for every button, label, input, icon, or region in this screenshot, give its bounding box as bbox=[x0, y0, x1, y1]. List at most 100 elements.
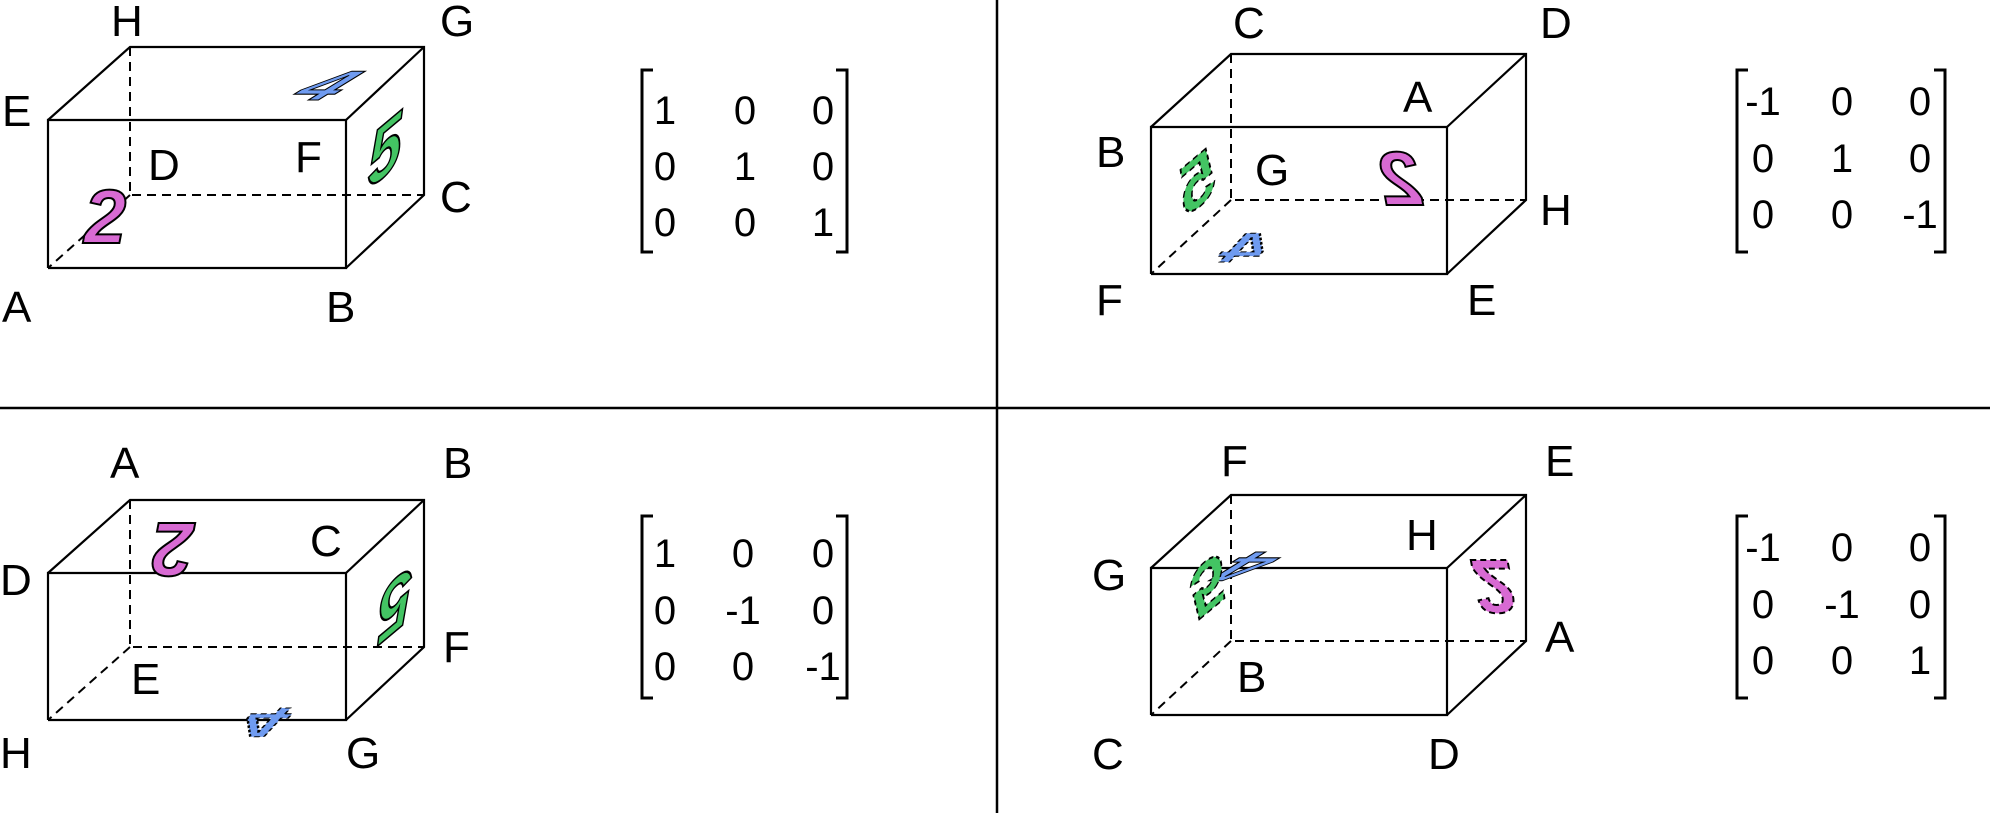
vertex-label: C bbox=[1092, 730, 1124, 779]
vertex-label: B bbox=[1096, 128, 1125, 177]
glyph-green: 5 bbox=[1180, 126, 1215, 240]
vertex-label: F bbox=[443, 623, 470, 672]
vertex-label: D bbox=[0, 556, 32, 605]
vertex-label: D bbox=[148, 141, 180, 190]
vertex-label: H bbox=[0, 729, 32, 778]
glyph-green: 5 bbox=[1190, 529, 1225, 643]
matrix-cell: 0 bbox=[1831, 526, 1853, 570]
matrix-cell: -1 bbox=[725, 589, 761, 633]
vertex-label: C bbox=[1233, 0, 1265, 48]
right-bracket bbox=[836, 68, 849, 254]
matrix-cell: 0 bbox=[1752, 193, 1774, 237]
matrix-2: -1 0 0 0 1 0 0 0 -1 bbox=[1735, 68, 1947, 254]
glyph-pink: 2 bbox=[1380, 137, 1424, 222]
matrix-cell: 0 bbox=[1831, 639, 1853, 683]
vertex-label: A bbox=[1545, 613, 1575, 662]
vertex-label: H bbox=[1406, 511, 1438, 560]
vertex-label: E bbox=[1545, 437, 1574, 486]
vertex-label: B bbox=[1237, 653, 1266, 702]
matrix-cell: -1 bbox=[1745, 526, 1781, 570]
matrix-cell: 0 bbox=[1909, 80, 1931, 124]
vertex-label: F bbox=[1096, 276, 1123, 325]
panel-2: C D B F E H G A 2 4 5 -1 0 0 0 1 0 0 0 -… bbox=[1096, 0, 1947, 325]
glyph-blue: 4 bbox=[274, 63, 378, 109]
matrix-cell: 0 bbox=[1752, 583, 1774, 627]
matrix-cell: 0 bbox=[734, 201, 756, 245]
right-bracket bbox=[836, 514, 849, 700]
matrix-1: 1 0 0 0 1 0 0 0 1 bbox=[640, 68, 849, 254]
matrix-cell: -1 bbox=[1745, 80, 1781, 124]
vertex-label: F bbox=[295, 133, 322, 182]
vertex-label: C bbox=[310, 517, 342, 566]
vertex-label: H bbox=[1540, 186, 1572, 235]
matrix-cell: 1 bbox=[812, 201, 834, 245]
panel-3: A B D H G F E C 2 4 5 1 0 0 0 -1 0 0 0 -… bbox=[0, 439, 849, 778]
vertex-label: F bbox=[1221, 437, 1248, 486]
vertex-label: G bbox=[346, 729, 380, 778]
matrix-cell: 1 bbox=[1909, 639, 1931, 683]
vertex-label: G bbox=[440, 0, 474, 46]
matrix-cell: 0 bbox=[654, 589, 676, 633]
box-2 bbox=[1149, 52, 1528, 276]
vertex-label: A bbox=[110, 439, 140, 488]
matrix-cell: 0 bbox=[1909, 137, 1931, 181]
glyph-blue: 4 bbox=[1196, 225, 1300, 271]
matrix-cell: 0 bbox=[812, 589, 834, 633]
vertex-label: G bbox=[1255, 146, 1289, 195]
vertex-label: B bbox=[326, 283, 355, 332]
right-bracket bbox=[1934, 514, 1947, 700]
matrix-cell: 0 bbox=[654, 145, 676, 189]
glyph-pink: 2 bbox=[1470, 543, 1514, 628]
matrix-cell: 0 bbox=[1831, 80, 1853, 124]
box-1 bbox=[46, 45, 426, 270]
box-4 bbox=[1149, 493, 1528, 717]
matrix-cell: -1 bbox=[805, 645, 841, 689]
vertex-label: E bbox=[131, 655, 160, 704]
matrix-cell: 0 bbox=[812, 532, 834, 576]
right-bracket bbox=[1934, 68, 1947, 254]
vertex-label: A bbox=[2, 283, 32, 332]
box-3 bbox=[46, 498, 426, 722]
matrix-cell: 0 bbox=[1831, 193, 1853, 237]
glyph-green: 5 bbox=[368, 93, 403, 207]
vertex-label: C bbox=[440, 173, 472, 222]
matrix-cell: 0 bbox=[734, 89, 756, 133]
matrix-cell: 1 bbox=[654, 89, 676, 133]
matrix-cell: 1 bbox=[654, 532, 676, 576]
matrix-cell: 0 bbox=[732, 532, 754, 576]
matrix-cell: 0 bbox=[812, 89, 834, 133]
left-bracket bbox=[640, 514, 653, 700]
glyph-blue: 4 bbox=[211, 699, 315, 745]
matrix-cell: 0 bbox=[812, 145, 834, 189]
panel-4: F E G C D A B H 2 4 5 -1 0 0 0 -1 0 0 0 … bbox=[1092, 437, 1947, 779]
vertex-label: A bbox=[1403, 73, 1433, 122]
matrix-cell: 0 bbox=[1752, 639, 1774, 683]
matrix-4: -1 0 0 0 -1 0 0 0 1 bbox=[1735, 514, 1947, 700]
matrix-cell: 0 bbox=[732, 645, 754, 689]
matrix-cell: 0 bbox=[654, 201, 676, 245]
vertex-label: B bbox=[443, 439, 472, 488]
matrix-cell: 1 bbox=[734, 145, 756, 189]
glyph-pink: 2 bbox=[82, 175, 126, 260]
vertex-label: E bbox=[2, 87, 31, 136]
matrix-cell: 0 bbox=[1909, 583, 1931, 627]
matrix-3: 1 0 0 0 -1 0 0 0 -1 bbox=[640, 514, 849, 700]
matrix-cell: 1 bbox=[1831, 137, 1853, 181]
vertex-label: D bbox=[1428, 730, 1460, 779]
left-bracket bbox=[1735, 68, 1748, 254]
panel-1: H G E A B C D F 2 4 5 1 0 0 0 1 0 0 0 1 bbox=[2, 0, 849, 332]
glyph-green: 5 bbox=[377, 548, 412, 662]
vertex-label: E bbox=[1467, 276, 1496, 325]
matrix-cell: -1 bbox=[1824, 583, 1860, 627]
vertex-label: D bbox=[1540, 0, 1572, 48]
matrix-cell: 0 bbox=[1752, 137, 1774, 181]
matrix-cell: -1 bbox=[1902, 193, 1938, 237]
vertex-label: H bbox=[111, 0, 143, 46]
left-bracket bbox=[640, 68, 653, 254]
matrix-cell: 0 bbox=[654, 645, 676, 689]
glyph-pink: 2 bbox=[152, 506, 196, 591]
left-bracket bbox=[1735, 514, 1748, 700]
vertex-label: G bbox=[1092, 551, 1126, 600]
matrix-cell: 0 bbox=[1909, 526, 1931, 570]
